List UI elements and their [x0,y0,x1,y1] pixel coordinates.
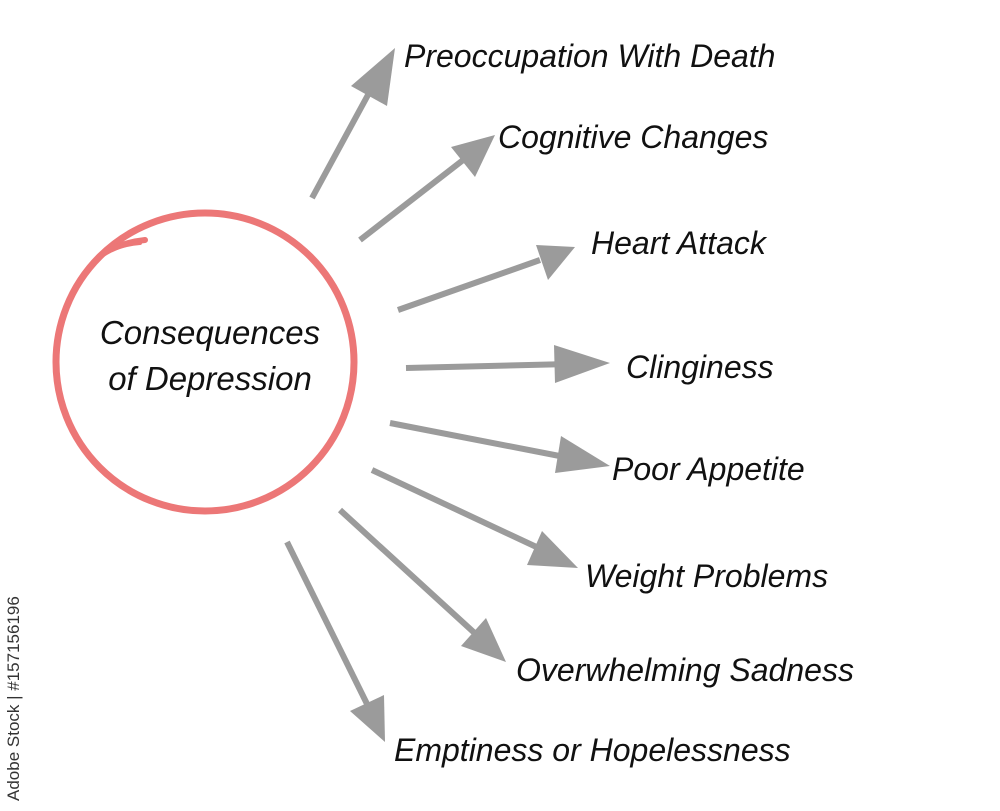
label-overwhelming-sadness: Overwhelming Sadness [516,652,854,688]
arrow-to-preoccupation-with-death [309,48,395,200]
watermark-text: Adobe Stock | #157156196 [4,596,23,801]
label-emptiness-or-hopelessness: Emptiness or Hopelessness [394,732,791,768]
arrow-to-clinginess [405,345,610,383]
arrow-to-poor-appetite [389,420,610,473]
label-poor-appetite: Poor Appetite [612,451,805,487]
center-ring [52,209,358,515]
center-title: Consequences of Depression [60,310,360,402]
arrow-to-heart-attack [397,245,575,313]
arrow-to-weight-problems [370,467,578,568]
label-clinginess: Clinginess [626,349,774,385]
arrow-to-overwhelming-sadness [337,507,506,662]
center-title-line-1: Consequences [99,314,321,351]
label-heart-attack: Heart Attack [591,225,766,261]
arrow-to-emptiness-or-hopelessness [284,540,385,742]
label-weight-problems: Weight Problems [585,558,829,594]
center-title-line-2: of Depression [108,360,312,397]
label-preoccupation-with-death: Preoccupation With Death [404,38,776,74]
label-cognitive-changes: Cognitive Changes [498,119,769,155]
arrow-to-cognitive-changes [358,135,495,243]
